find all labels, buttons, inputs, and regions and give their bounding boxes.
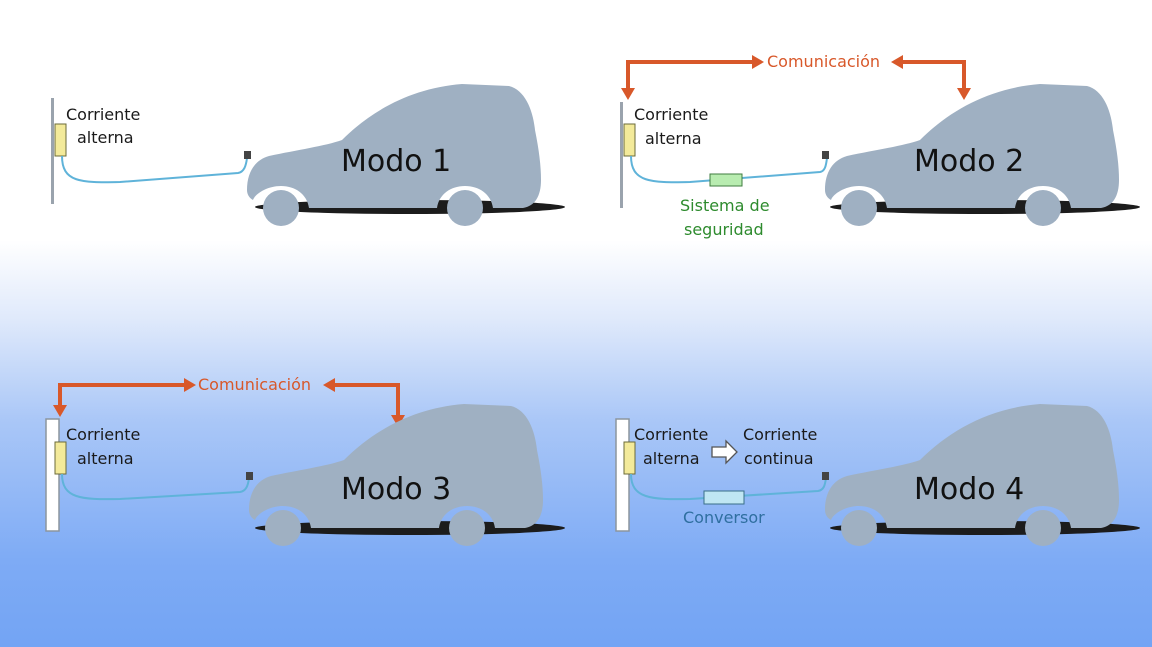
mode-label: Modo 4 — [914, 472, 1024, 507]
charging-station — [615, 418, 630, 532]
safety-label-line1: Sistema de — [680, 196, 770, 215]
car-plug — [246, 472, 253, 480]
arrow-head-down-right — [391, 415, 405, 427]
charging-cable — [61, 155, 248, 184]
arrow-head-right — [184, 378, 196, 392]
car-plug — [244, 151, 251, 159]
car-plug — [822, 151, 829, 159]
arrow-head-down-left — [53, 405, 67, 417]
arrow-head-right — [752, 55, 764, 69]
output-label-line1: Corriente — [743, 425, 817, 444]
arrow-head-down-left — [621, 88, 635, 100]
source-label-line1: Corriente — [66, 105, 140, 124]
communication-label: Comunicación — [198, 375, 311, 394]
communication-arrow — [626, 60, 966, 88]
panel-modo-4: Corriente alterna Corriente continua Mod… — [615, 404, 1140, 546]
communication-arrow — [58, 383, 400, 415]
mode-label: Modo 3 — [341, 472, 451, 507]
panel-modo-1: Corriente alterna Modo 1 — [51, 84, 565, 226]
converter-box — [703, 490, 745, 505]
conversion-arrow-icon — [711, 439, 738, 465]
charging-station — [45, 418, 60, 532]
socket — [54, 441, 67, 475]
source-label-line2: alterna — [77, 449, 134, 468]
source-label-line2: alterna — [643, 449, 700, 468]
panel-modo-3: Comunicación Corriente alterna Modo 3 — [45, 375, 565, 546]
converter-label: Conversor — [683, 508, 765, 527]
wall — [51, 98, 54, 204]
charging-cable — [630, 473, 827, 501]
mode-label: Modo 1 — [341, 144, 451, 179]
mode-label: Modo 2 — [914, 144, 1024, 179]
source-label-line1: Corriente — [634, 105, 708, 124]
communication-label: Comunicación — [767, 52, 880, 71]
source-label-line2: alterna — [645, 129, 702, 148]
panel-modo-2: Comunicación Corriente alterna Modo 2 Si… — [620, 52, 1140, 239]
socket — [623, 441, 636, 475]
socket — [623, 123, 636, 157]
charging-cable — [61, 473, 250, 501]
source-label-line1: Corriente — [66, 425, 140, 444]
socket — [54, 123, 67, 157]
arrow-head-down-right — [957, 88, 971, 100]
wall — [620, 102, 623, 208]
safety-box — [709, 173, 743, 187]
charging-cable — [630, 155, 828, 184]
output-label-line2: continua — [744, 449, 814, 468]
arrow-head-left — [891, 55, 903, 69]
car-plug — [822, 472, 829, 480]
source-label-line1: Corriente — [634, 425, 708, 444]
source-label-line2: alterna — [77, 128, 134, 147]
arrow-head-left — [323, 378, 335, 392]
safety-label-line2: seguridad — [684, 220, 764, 239]
